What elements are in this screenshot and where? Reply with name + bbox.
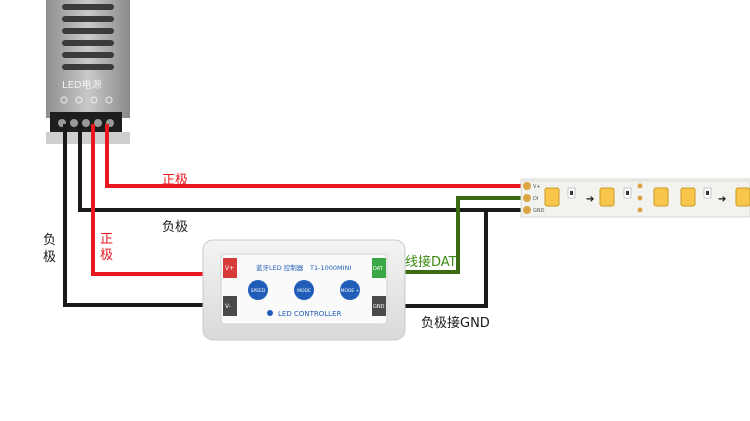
indicator-dot [60,96,68,104]
speed-button-label: SPEED [251,288,266,294]
terminal-gnd-label: GND [373,304,385,310]
power-supply-label: LED电源 [62,78,102,91]
strip-pad-gnd [523,206,531,214]
controller-model: T1-1000MINI [309,264,351,272]
controller-title: 蓝牙LED 控制器 [256,263,304,272]
strip-pad-vplus-label: V+ [533,184,541,190]
label-negative-mid: 负极 [162,220,188,235]
led-strip: V+ DI GND ➔ ➔ [520,178,750,218]
arrow-icon: ➔ [586,194,594,205]
ic-chip-core [570,191,573,195]
vent-slot [62,4,114,10]
speed-button[interactable] [248,280,268,300]
strip-pad-vplus [523,182,531,190]
ic-chip-core [626,191,629,195]
terminal-dat-label: DAT [373,266,384,272]
label-ground: 负极接GND [421,315,490,331]
terminal-dat [372,258,386,278]
strip-mid-pad [637,195,643,201]
vent-slot [62,28,114,34]
led-chip [544,187,560,207]
power-supply-base [46,132,130,144]
indicator-dot [90,96,98,104]
vent-slot [62,52,114,58]
led-controller: V+ V- DAT GND 蓝牙LED 控制器 T1-1000MINI SPEE… [202,239,406,341]
ic-chip-core [706,191,709,195]
wire-signal [376,196,525,274]
mode-button[interactable] [294,280,314,300]
strip-pad-di-label: DI [533,196,538,202]
label-positive-top: 正极 [162,173,188,188]
led-chip [599,187,615,207]
vent-slot [62,16,114,22]
label-negative-left-2: 极 [43,250,56,265]
vent-slot [62,64,114,70]
terminal-vminus [223,296,237,316]
wire-positive-strip [105,124,525,188]
mode-button-label: MODE [297,288,311,294]
terminal-screw [94,119,102,127]
terminal-screw [70,119,78,127]
strip-pad-di [523,194,531,202]
bluetooth-icon [267,310,273,316]
strip-edge [521,179,750,182]
label-positive-left-2: 极 [100,248,113,263]
wire-negative-strip [78,124,525,212]
strip-pad-gnd-label: GND [533,208,545,214]
led-chip [653,187,669,207]
label-positive-left-1: 正 [100,232,113,247]
label-negative-left-1: 负 [43,233,56,248]
indicator-dot [105,96,113,104]
vent-slot [62,40,114,46]
strip-mid-pad [637,183,643,189]
wire-negative-controller [63,124,232,307]
terminal-gnd [372,296,386,316]
controller-footer: LED CONTROLLER [278,310,341,318]
mode-plus-button[interactable] [340,280,360,300]
terminal-vplus-label: V+ [225,265,234,272]
terminal-vplus [223,258,237,278]
mode-plus-button-label: MODE + [341,288,360,294]
led-chip [680,187,696,207]
wire-ground [376,210,488,308]
wire-positive-controller [91,124,232,276]
arrow-icon: ➔ [718,194,726,205]
terminal-screw [82,119,90,127]
strip-mid-pad [637,207,643,213]
terminal-vminus-label: V- [225,303,231,310]
led-chip [735,187,750,207]
indicator-dot [75,96,83,104]
power-supply: LED电源 [46,0,130,144]
